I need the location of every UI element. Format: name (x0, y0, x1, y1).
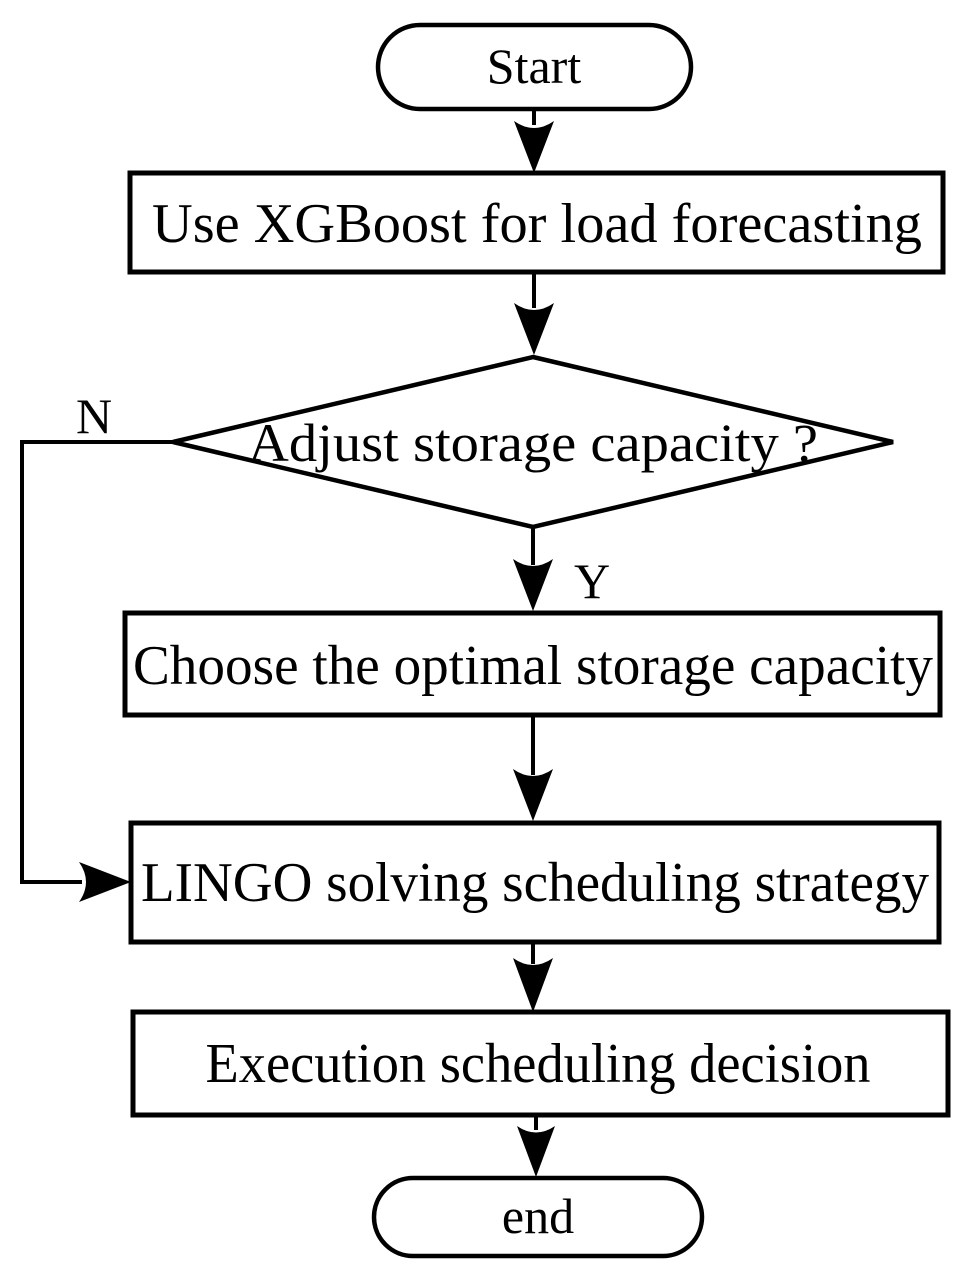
step-forecast-label: Use XGBoost for load forecasting (152, 193, 922, 255)
arrow-forecast-to-decision-head (514, 303, 554, 355)
branch-no-connector-line (20, 440, 173, 884)
decision-diamond-label: Adjust storage capacity ? (248, 413, 818, 473)
step-execute-shape (130, 1009, 951, 1118)
arrow-choose-to-lingo-head (513, 769, 553, 821)
branch-no-connector-head (79, 862, 131, 902)
branch-yes-label: Y (574, 553, 610, 609)
step-execute-label: Execution scheduling decision (206, 1033, 871, 1095)
branch-no-label: N (76, 388, 112, 444)
step-lingo-label: LINGO solving scheduling strategy (141, 852, 929, 914)
end-terminator-shape (371, 1175, 705, 1259)
end-terminator-label: end (502, 1188, 574, 1244)
arrow-lingo-to-execute-head (513, 958, 553, 1012)
step-forecast-shape (127, 170, 946, 275)
branch-yes-head (513, 559, 553, 611)
step-choose-label: Choose the optimal storage capacity (133, 635, 933, 697)
arrow-start-to-forecast-head (514, 121, 554, 173)
start-terminator-label: Start (487, 38, 582, 94)
arrow-execute-to-end-head (517, 1126, 555, 1177)
